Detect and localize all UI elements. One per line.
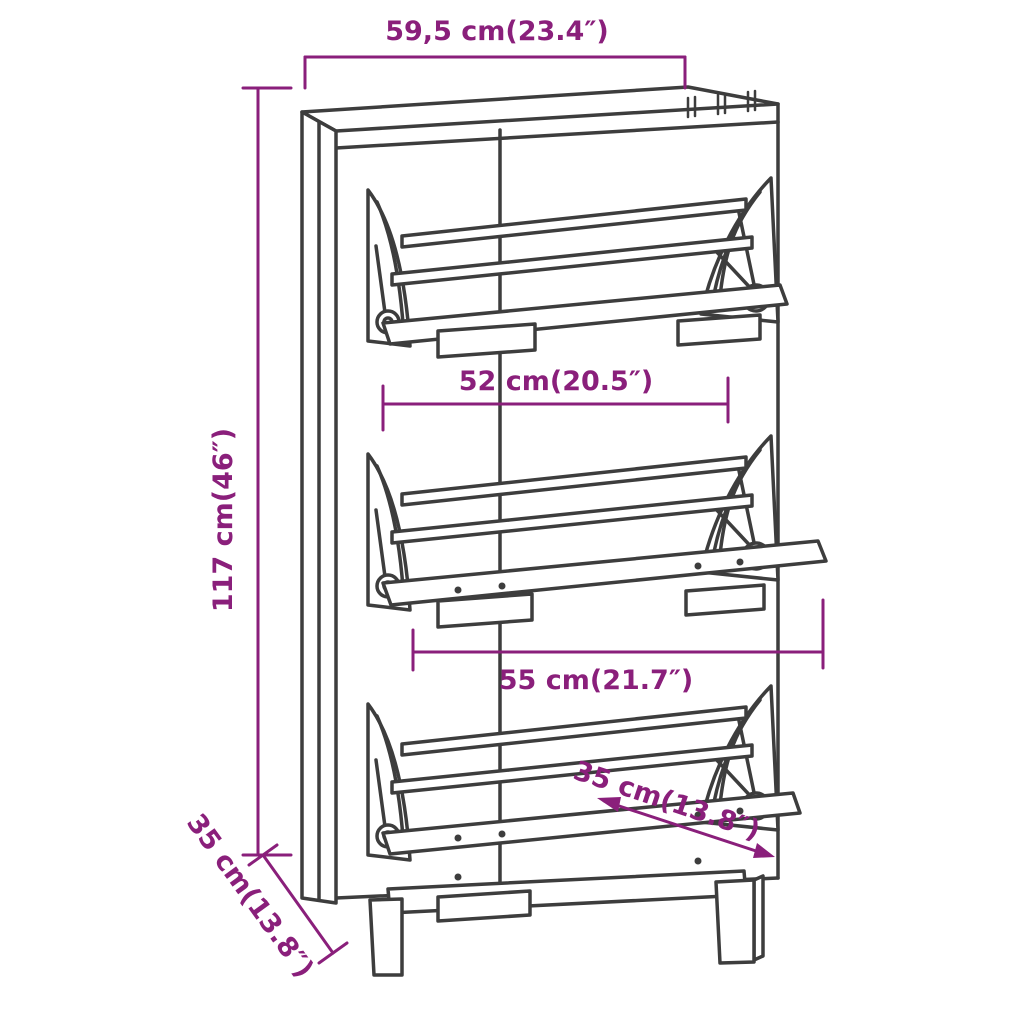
dimension-top-width-label: 59,5 cm(23.4″)	[385, 16, 609, 47]
leg-left	[368, 897, 404, 977]
hanger-notches	[686, 89, 757, 119]
dimension-inner-width-upper-label: 52 cm(20.5″)	[459, 366, 653, 397]
flap-compartment-1	[366, 176, 789, 359]
cabinet-back-rail	[334, 120, 780, 150]
dimension-inner-width-upper: 52 cm(20.5″)	[381, 366, 730, 432]
dimension-inner-width-lower-label: 55 cm(21.7″)	[499, 665, 693, 696]
flap3-tray	[381, 791, 802, 856]
flap1-bracket-left	[436, 322, 537, 359]
dimension-height: 117 cm(46″)	[208, 86, 293, 857]
cabinet-legs	[368, 874, 765, 977]
flap-compartment-3	[366, 684, 802, 923]
leg-right	[714, 878, 756, 965]
dimension-depth-side-label: 35 cm(13.8″)	[180, 808, 319, 984]
flap1-slat-2	[390, 235, 754, 287]
flap2-slat-1	[400, 455, 748, 507]
cabinet-frame	[300, 85, 780, 905]
flap-compartment-2	[366, 434, 828, 629]
cabinet-top-panel	[300, 85, 780, 133]
flap3-slat-1	[400, 705, 748, 757]
flap2-bracket-left	[436, 592, 534, 629]
flap1-slat-1	[400, 197, 748, 249]
flap2-slat-2	[390, 493, 754, 545]
cabinet-drawing	[300, 85, 828, 977]
flap2-tray	[381, 539, 828, 607]
flap3-slat-2	[390, 743, 754, 795]
flap3-bracket	[436, 889, 532, 923]
flap2-bracket-right	[684, 583, 766, 617]
flap1-bracket-right	[676, 313, 762, 347]
dimension-inner-width-lower: 55 cm(21.7″)	[411, 598, 825, 696]
dimension-top-width: 59,5 cm(23.4″)	[303, 16, 687, 90]
dimension-height-label: 117 cm(46″)	[208, 428, 239, 612]
